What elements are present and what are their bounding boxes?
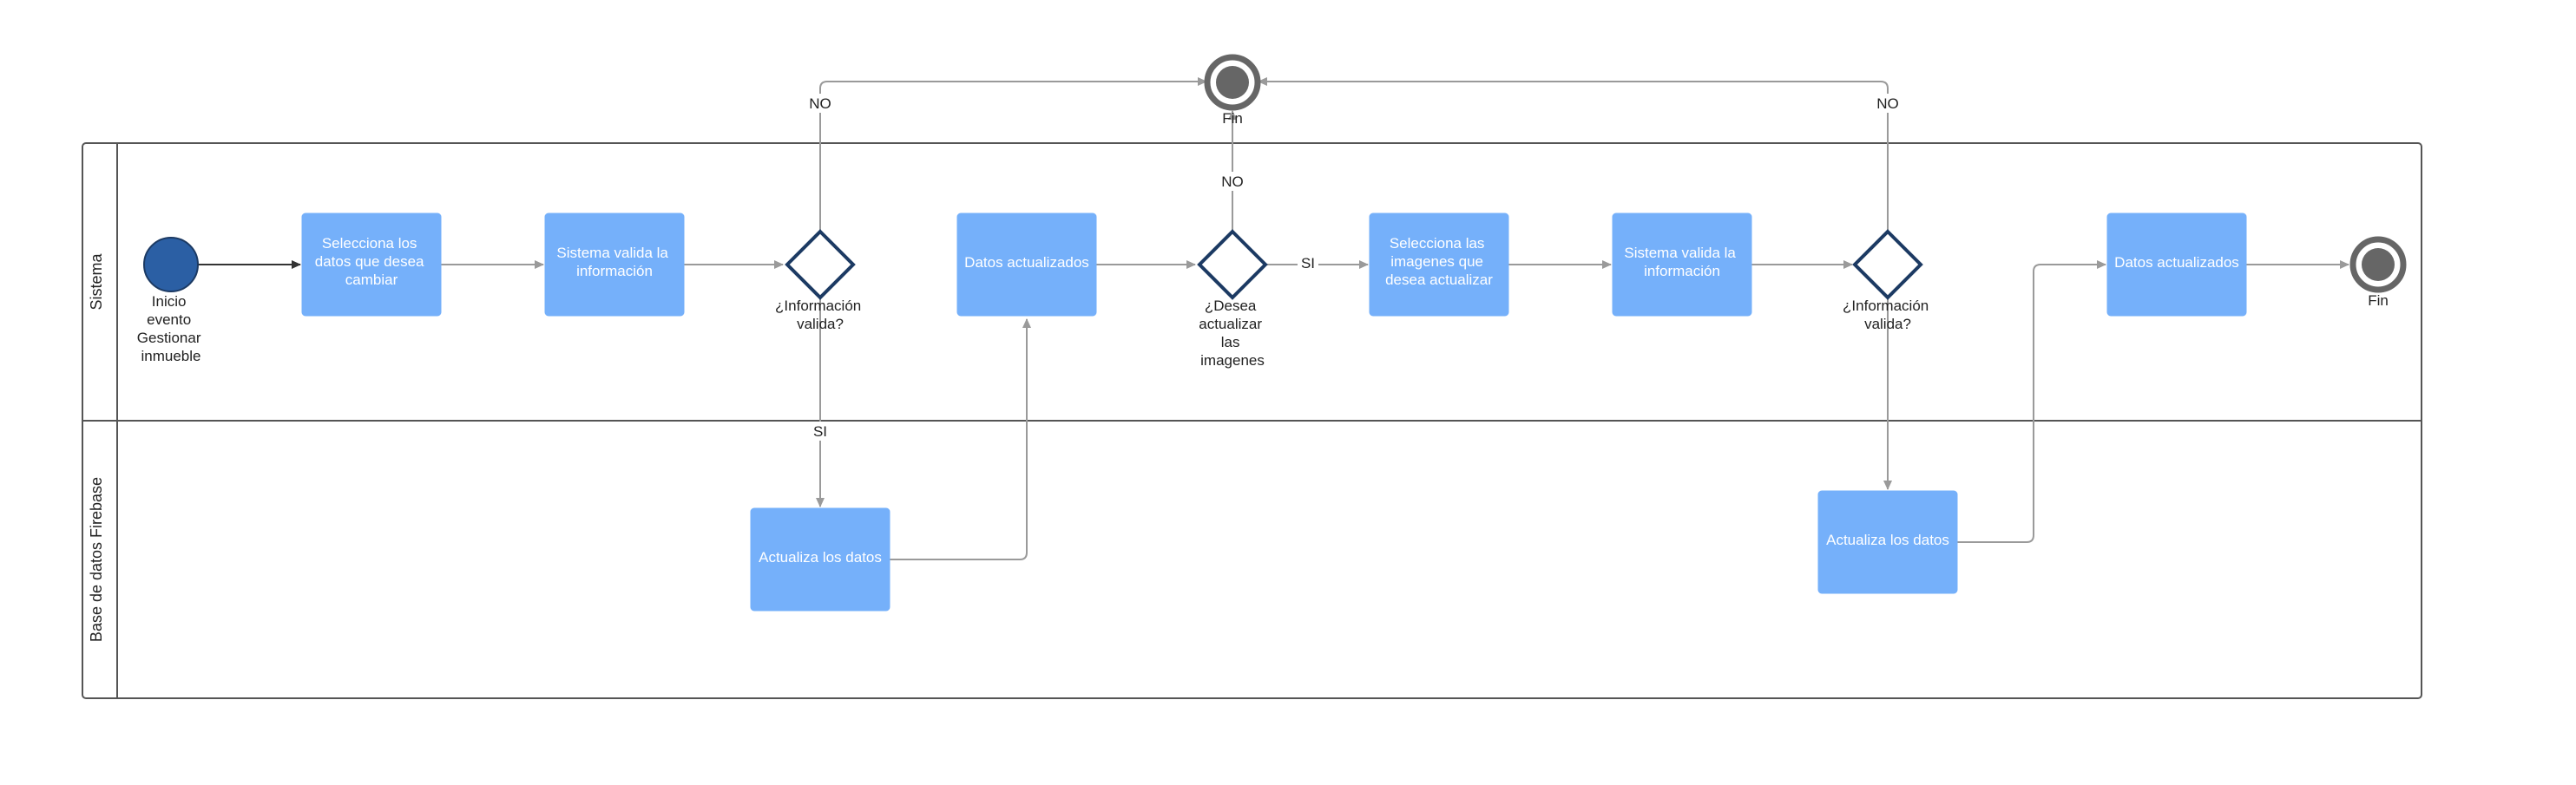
pool: Sistema Base de datos Firebase bbox=[82, 142, 2422, 699]
gateway-informacion-valida-1[interactable]: ¿Información valida? bbox=[775, 229, 865, 332]
task-box[interactable] bbox=[2106, 213, 2247, 317]
end-event-right-core bbox=[2362, 248, 2395, 281]
task-box[interactable] bbox=[1612, 213, 1752, 317]
sequence-flows bbox=[198, 77, 2349, 560]
task-box[interactable] bbox=[956, 213, 1097, 317]
start-event[interactable]: Inicio evento Gestionar inmueble bbox=[137, 237, 205, 364]
task-label: Selecciona las imagenes que desea actual… bbox=[1385, 235, 1493, 288]
task-box[interactable] bbox=[544, 213, 685, 317]
gateway-diamond[interactable] bbox=[1852, 229, 1923, 300]
label-backing bbox=[1874, 94, 1902, 113]
lane-title-sistema: Sistema bbox=[88, 253, 105, 311]
task-box[interactable] bbox=[301, 213, 442, 317]
task-actualiza-datos-2[interactable]: Actualiza los datos bbox=[1817, 490, 1958, 594]
task-label: Actualiza los datos bbox=[1826, 532, 1949, 548]
end-event-top-core bbox=[1216, 66, 1249, 99]
gateway-diamond[interactable] bbox=[785, 229, 856, 300]
end-event-top[interactable]: Fin bbox=[1204, 54, 1261, 127]
task-selecciona-imagenes[interactable]: Selecciona las imagenes que desea actual… bbox=[1369, 213, 1509, 317]
label-backing bbox=[1219, 172, 1246, 191]
end-event-top-label: Fin bbox=[1222, 110, 1243, 127]
task-label: Datos actualizados bbox=[2114, 254, 2239, 271]
start-event-label: Inicio evento Gestionar inmueble bbox=[137, 293, 205, 364]
flow-labels: NO SI NO SI NO bbox=[806, 94, 1902, 441]
lane-title-firebase: Base de datos Firebase bbox=[88, 477, 105, 642]
gateway-informacion-valida-2[interactable]: ¿Información valida? bbox=[1843, 229, 1933, 332]
task-label: Sistema valida la información bbox=[556, 245, 672, 279]
flow-t8-to-t6 bbox=[1957, 260, 2106, 543]
start-event-circle[interactable] bbox=[143, 237, 199, 292]
task-label: Selecciona los datos que desea cambiar bbox=[315, 235, 428, 288]
flow-label-g2-no: NO bbox=[1221, 173, 1244, 190]
task-datos-actualizados-2[interactable]: Datos actualizados bbox=[2106, 213, 2247, 317]
task-label: Sistema valida la información bbox=[1624, 245, 1739, 279]
label-backing bbox=[806, 94, 834, 113]
flow-label-g1-no: NO bbox=[809, 95, 831, 112]
task-box[interactable] bbox=[1369, 213, 1509, 317]
task-label: Actualiza los datos bbox=[759, 549, 882, 566]
end-event-right-label: Fin bbox=[2368, 292, 2389, 309]
flow-label-g2-si: SI bbox=[1301, 255, 1315, 271]
flow-label-g1-si: SI bbox=[813, 423, 827, 440]
gateway-label: ¿Desea actualizar las imagenes bbox=[1199, 298, 1266, 369]
task-sistema-valida-1[interactable]: Sistema valida la información bbox=[544, 213, 685, 317]
gateway-desea-actualizar-imagenes[interactable]: ¿Desea actualizar las imagenes bbox=[1197, 229, 1268, 369]
task-box[interactable] bbox=[1817, 490, 1958, 594]
flow-g3-no-to-end bbox=[1258, 77, 1889, 232]
gateway-label: ¿Información valida? bbox=[1843, 298, 1933, 332]
flow-g1-no-to-end bbox=[819, 77, 1207, 232]
end-event-right[interactable]: Fin bbox=[2349, 236, 2407, 309]
label-backing bbox=[810, 422, 831, 441]
task-label: Datos actualizados bbox=[964, 254, 1089, 271]
gateway-diamond[interactable] bbox=[1197, 229, 1268, 300]
task-actualiza-datos-1[interactable]: Actualiza los datos bbox=[750, 507, 890, 612]
flow-label-g3-no: NO bbox=[1876, 95, 1899, 112]
task-selecciona-datos[interactable]: Selecciona los datos que desea cambiar bbox=[301, 213, 442, 317]
gateway-label: ¿Información valida? bbox=[775, 298, 865, 332]
task-box[interactable] bbox=[750, 507, 890, 612]
task-sistema-valida-2[interactable]: Sistema valida la información bbox=[1612, 213, 1752, 317]
flow-t7-to-t3 bbox=[890, 318, 1031, 560]
label-backing bbox=[1298, 253, 1318, 272]
task-datos-actualizados-1[interactable]: Datos actualizados bbox=[956, 213, 1097, 317]
